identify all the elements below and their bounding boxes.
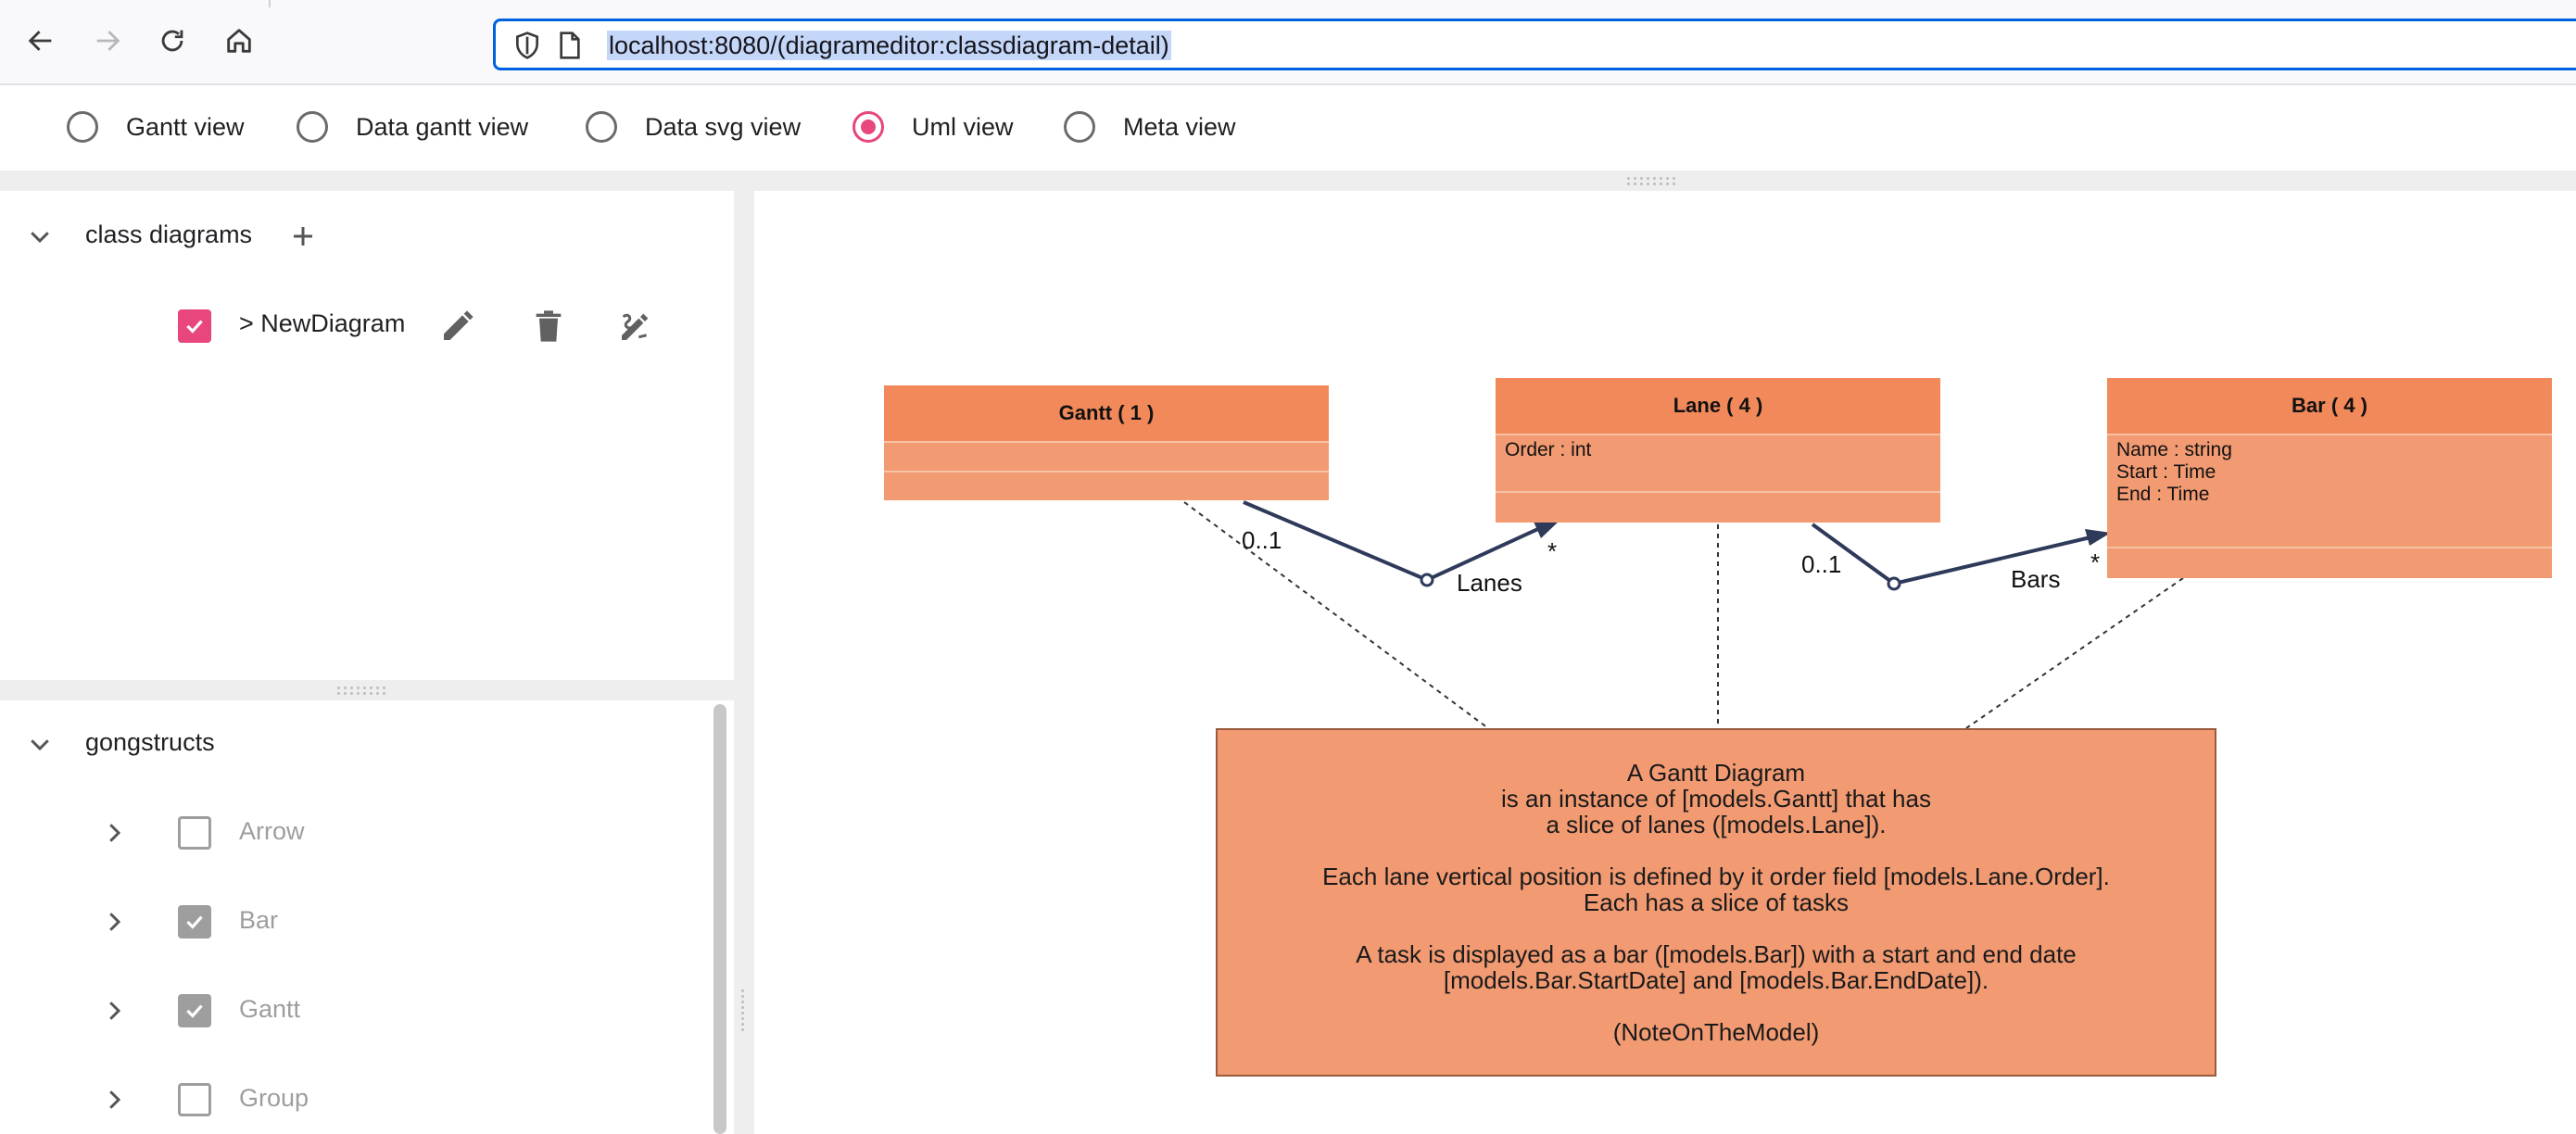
radio-data-svg-view[interactable]: Data svg view: [586, 104, 801, 150]
forward-icon: [96, 31, 120, 51]
radio-circle[interactable]: [1064, 111, 1095, 143]
radio-gantt-view[interactable]: Gantt view: [67, 104, 245, 150]
bars-link-name[interactable]: Bars: [2011, 565, 2061, 593]
scrollbar-thumb[interactable]: [713, 704, 726, 1134]
uml-class-fields: Name : string Start : Time End : Time: [2107, 435, 2552, 548]
radio-circle-checked[interactable]: [852, 111, 884, 143]
back-button[interactable]: [20, 20, 61, 61]
chevron-right-icon[interactable]: [100, 1086, 128, 1114]
radio-circle[interactable]: [297, 111, 328, 143]
note-line: is an instance of [models.Gantt] that ha…: [1501, 785, 1931, 813]
uml-field: Order : int: [1505, 439, 1592, 460]
lanes-link-name[interactable]: Lanes: [1457, 569, 1522, 597]
uml-class-footer: [2107, 548, 2552, 578]
gantt-checkbox[interactable]: [178, 994, 211, 1027]
chevron-down-icon[interactable]: [26, 730, 54, 758]
classdiagrams-title: class diagrams: [85, 220, 253, 248]
radio-uml-view[interactable]: Uml view: [852, 104, 1014, 150]
note-line: A task is displayed as a bar ([models.Ba…: [1356, 940, 2077, 968]
view-selector: Gantt view Data gantt view Data svg view…: [0, 85, 2576, 170]
uml-class-footer: [1496, 493, 1940, 523]
forward-button[interactable]: [87, 20, 128, 61]
chevron-down-icon[interactable]: [26, 222, 54, 250]
check-icon: [186, 320, 203, 334]
reload-button[interactable]: [152, 20, 193, 61]
bars-source-multiplicity: 0..1: [1801, 550, 1842, 578]
radio-circle[interactable]: [67, 111, 98, 143]
radio-label: Data gantt view: [356, 112, 529, 141]
gongstruct-label-gantt[interactable]: Gantt: [239, 995, 301, 1023]
url-bar[interactable]: localhost:8080/(diagrameditor:classdiagr…: [493, 19, 2576, 70]
classdiagrams-panel: class diagrams > NewDiagram: [0, 191, 734, 680]
radio-meta-view[interactable]: Meta view: [1064, 104, 1236, 150]
page-icon: [560, 32, 580, 59]
arrow-checkbox[interactable]: [178, 816, 211, 850]
check-icon: [186, 1004, 203, 1018]
vertical-splitter[interactable]: [734, 191, 754, 1134]
uml-class-fields: Order : int: [1496, 435, 1940, 493]
radio-dot: [861, 120, 876, 134]
check-icon: [186, 915, 203, 929]
uml-field: Start : Time: [2116, 461, 2216, 483]
gongstructs-panel: gongstructs Arrow Bar Gantt Group: [0, 700, 734, 1134]
bars-target-multiplicity: *: [2090, 548, 2101, 576]
uml-class-title: Gantt ( 1 ): [884, 385, 1329, 443]
group-checkbox[interactable]: [178, 1083, 211, 1116]
uml-field: Name : string: [2116, 439, 2232, 460]
note-gap: [1218, 915, 2215, 941]
newdiagram-checkbox[interactable]: [178, 309, 211, 343]
home-button[interactable]: [219, 20, 259, 61]
delete-icon[interactable]: [530, 308, 567, 345]
note-line: Each has a slice of tasks: [1583, 888, 1850, 916]
note-line: (NoteOnTheModel): [1612, 1018, 1820, 1046]
home-icon: [227, 29, 251, 53]
add-icon[interactable]: [289, 222, 317, 250]
reload-icon: [161, 30, 183, 52]
uml-class-title: Lane ( 4 ): [1496, 378, 1940, 435]
chevron-right-icon[interactable]: [100, 997, 128, 1025]
splitter-grip[interactable]: [1627, 177, 1676, 185]
lanes-target-multiplicity: *: [1547, 537, 1558, 565]
chevron-right-icon[interactable]: [100, 908, 128, 936]
back-icon: [28, 31, 52, 51]
uml-class-lane[interactable]: Lane ( 4 ) Order : int: [1496, 378, 1940, 523]
gongstruct-label-bar[interactable]: Bar: [239, 906, 279, 934]
tab-strip-edge: [269, 0, 789, 7]
radio-circle[interactable]: [586, 111, 617, 143]
note-gap: [1218, 838, 2215, 863]
uml-class-footer: [884, 472, 1329, 500]
lanes-source-multiplicity: 0..1: [1242, 526, 1282, 554]
note-line: [models.Bar.StartDate] and [models.Bar.E…: [1443, 966, 1989, 994]
shield-icon[interactable]: [512, 31, 542, 60]
radio-data-gantt-view[interactable]: Data gantt view: [297, 104, 528, 150]
radio-label: Data svg view: [645, 112, 802, 141]
radio-label: Gantt view: [126, 112, 245, 141]
gongstruct-label-arrow[interactable]: Arrow: [239, 817, 305, 845]
note-line: a slice of lanes ([models.Lane]).: [1546, 811, 1887, 838]
uml-class-title: Bar ( 4 ): [2107, 378, 2552, 435]
uml-note[interactable]: A Gantt Diagram is an instance of [model…: [1216, 728, 2216, 1077]
edit-icon[interactable]: [439, 308, 476, 345]
browser-toolbar: localhost:8080/(diagrameditor:classdiagr…: [0, 0, 2576, 85]
horizontal-splitter[interactable]: [0, 170, 2576, 191]
bar-checkbox[interactable]: [178, 905, 211, 939]
note-line: Each lane vertical position is defined b…: [1322, 863, 2110, 890]
url-text[interactable]: localhost:8080/(diagrameditor:classdiagr…: [607, 31, 1171, 60]
uml-class-fields: [884, 443, 1329, 472]
gongstructs-title: gongstructs: [85, 728, 215, 756]
radio-label: Uml view: [912, 112, 1014, 141]
uml-field: End : Time: [2116, 484, 2210, 505]
uml-class-bar[interactable]: Bar ( 4 ) Name : string Start : Time End…: [2107, 378, 2552, 578]
uml-class-gantt[interactable]: Gantt ( 1 ): [884, 385, 1329, 500]
left-panel-splitter[interactable]: [0, 680, 734, 700]
splitter-grip[interactable]: [337, 687, 386, 695]
splitter-grip[interactable]: [741, 989, 745, 1031]
radio-label: Meta view: [1123, 112, 1236, 141]
note-gap: [1218, 993, 2215, 1019]
chevron-right-icon[interactable]: [100, 819, 128, 847]
gongstruct-label-group[interactable]: Group: [239, 1084, 309, 1112]
newdiagram-label[interactable]: > NewDiagram: [239, 309, 406, 337]
draw-icon[interactable]: [617, 308, 654, 345]
note-line: A Gantt Diagram: [1626, 759, 1806, 787]
